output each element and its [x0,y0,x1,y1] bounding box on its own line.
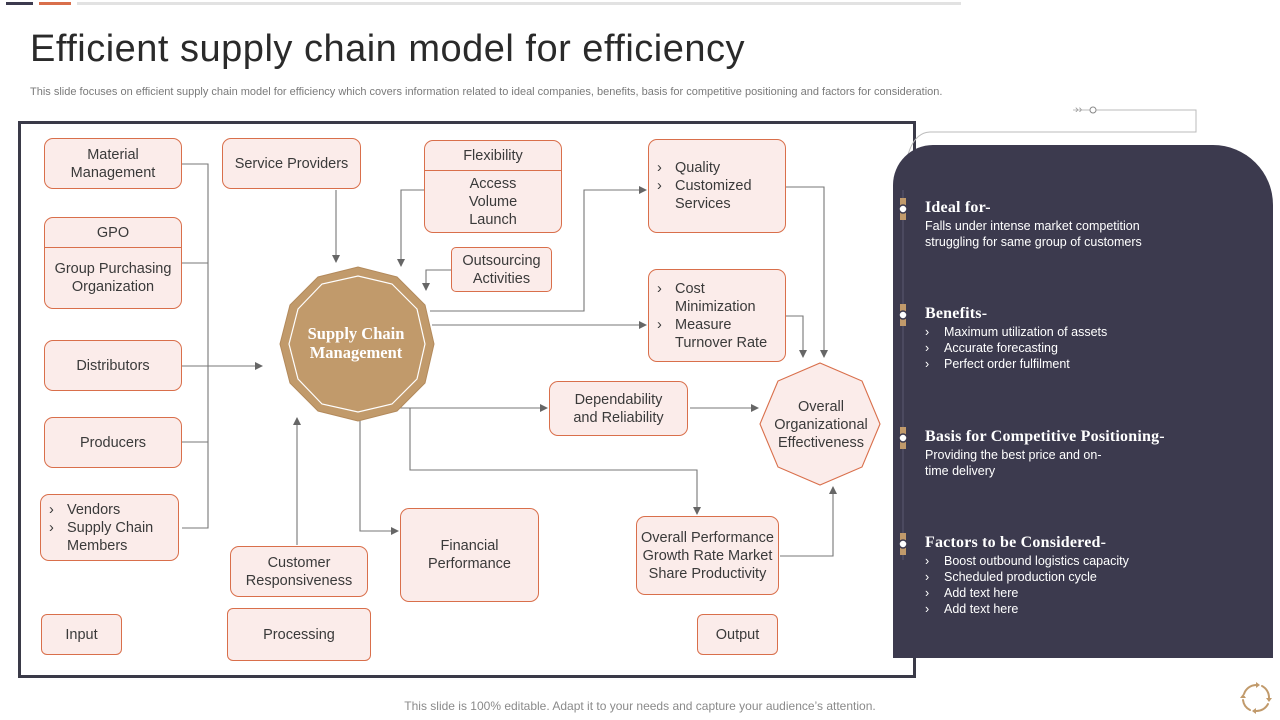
supply-chain-members-item: Supply Chain Members [49,519,178,555]
gpo-head: GPO [45,218,181,248]
page-subtitle: This slide focuses on efficient supply c… [30,86,943,98]
factor-item: Boost outbound logistics capacity [925,553,1225,569]
svg-text:››: ›› [1075,104,1083,116]
scm-label: Supply Chain Management [307,324,405,362]
factor-item: Add text here [925,601,1225,617]
producers-box: Producers [44,417,182,468]
overall-octagon-shape [759,362,881,486]
measure-turnover-item: Measure Turnover Rate [657,316,785,352]
top-bar-accent [39,2,71,5]
customized-services-item: Customized Services [657,177,785,213]
basis-title: Basis for Competitive Positioning- [925,428,1165,445]
benefits-section: Benefits- Maximum utilization of assets … [925,305,1225,373]
processing-label: Processing [227,608,371,661]
cost-box: Cost Minimization Measure Turnover Rate [648,269,786,362]
basis-section: Basis for Competitive Positioning- Provi… [925,429,1225,479]
output-label: Output [697,614,778,655]
service-providers-box: Service Providers [222,138,361,189]
dependability-box: Dependability and Reliability [549,381,688,436]
quality-box: Quality Customized Services [648,139,786,233]
quality-item: Quality [657,159,785,177]
benefits-title: Benefits- [925,305,988,322]
vendors-box: Vendors Supply Chain Members [40,494,179,561]
top-bar-dark [6,2,33,5]
ideal-section: Ideal for- Falls under intense market co… [925,200,1165,250]
ideal-title: Ideal for- [925,199,991,216]
scm-shape [279,266,435,422]
factors-section: Factors to be Considered- Boost outbound… [925,534,1225,618]
vendors-item: Vendors [49,501,178,519]
cost-minimization-item: Cost Minimization [657,280,785,316]
financial-performance-box: Financial Performance [400,508,539,602]
material-management-box: Material Management [44,138,182,189]
page-title: Efficient supply chain model for efficie… [30,28,746,70]
flexibility-body: Access Volume Launch [468,175,518,228]
customer-responsiveness-box: Customer Responsiveness [230,546,368,597]
ideal-text: Falls under intense market competition s… [925,219,1142,249]
flexibility-box: Flexibility Access Volume Launch [424,140,562,233]
flexibility-head: Flexibility [425,141,561,171]
benefit-item: Maximum utilization of assets [925,324,1225,340]
top-bar-light [77,2,961,5]
factor-item: Scheduled production cycle [925,569,1225,585]
outsourcing-box: Outsourcing Activities [451,247,552,292]
factors-title: Factors to be Considered- [925,534,1107,551]
input-label: Input [41,614,122,655]
basis-text: Providing the best price and on-time del… [925,448,1102,478]
panel-timeline [898,190,908,560]
overall-effectiveness-label: Overall Organizational Effectiveness [774,399,868,451]
footer-note: This slide is 100% editable. Adapt it to… [404,699,876,713]
benefit-item: Accurate forecasting [925,340,1225,356]
overall-performance-box: Overall Performance Growth Rate Market S… [636,516,779,595]
factor-item: Add text here [925,585,1225,601]
gpo-box: GPO Group Purchasing Organization [44,217,182,309]
gpo-body: Group Purchasing Organization [54,261,172,295]
cycle-icon [1240,682,1272,714]
benefit-item: Perfect order fulfilment [925,356,1225,372]
distributors-box: Distributors [44,340,182,391]
